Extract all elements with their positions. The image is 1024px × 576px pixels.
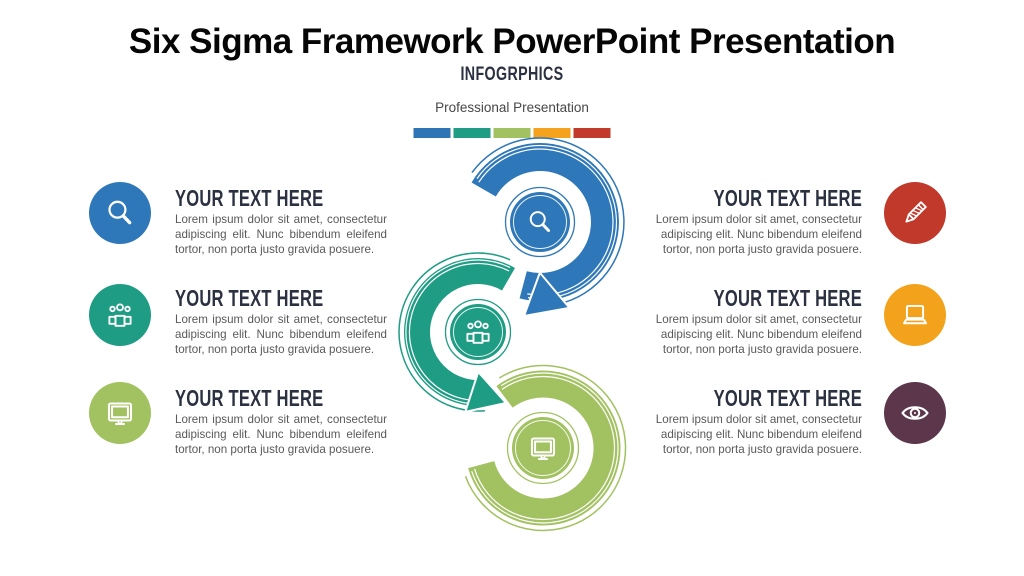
step-badge-eye [884, 382, 946, 444]
teal-arrowhead [463, 369, 508, 414]
step-badge-pencil [884, 182, 946, 244]
blue-arrowhead [522, 270, 572, 318]
pencil-icon [898, 196, 932, 230]
page-title: Six Sigma Framework PowerPoint Presentat… [128, 22, 896, 61]
monitor-icon [103, 396, 137, 430]
people-icon [103, 298, 137, 332]
block-body: Lorem ipsum dolor sit amet, consectetur … [655, 213, 862, 256]
laptop-icon [898, 298, 932, 332]
diagram-step-3 [464, 364, 627, 532]
block-body: Lorem ipsum dolor sit amet, consectetur … [655, 413, 862, 456]
eye-icon [898, 396, 932, 430]
text-block: YOUR TEXT HERE Lorem ipsum dolor sit ame… [650, 187, 862, 258]
page-tagline: Professional Presentation [435, 100, 589, 115]
spiral-process-diagram [398, 137, 627, 532]
step-badge-people [89, 284, 151, 346]
block-body: Lorem ipsum dolor sit amet, consectetur … [175, 413, 387, 456]
step-badge-search [89, 182, 151, 244]
block-heading: YOUR TEXT HERE [175, 385, 324, 411]
color-bar-segment [453, 128, 491, 138]
block-heading: YOUR TEXT HERE [713, 185, 862, 211]
color-bar-segment [533, 128, 571, 138]
search-icon [103, 196, 137, 230]
step-badge-monitor [89, 382, 151, 444]
color-bar-segment [493, 128, 531, 138]
text-block: YOUR TEXT HERE Lorem ipsum dolor sit ame… [650, 287, 862, 358]
text-block: YOUR TEXT HERE Lorem ipsum dolor sit ame… [650, 387, 862, 458]
block-heading: YOUR TEXT HERE [175, 185, 324, 211]
block-heading: YOUR TEXT HERE [713, 385, 862, 411]
block-body: Lorem ipsum dolor sit amet, consectetur … [655, 313, 862, 356]
color-bar-segment [413, 128, 451, 138]
block-body: Lorem ipsum dolor sit amet, consectetur … [175, 313, 387, 356]
color-bar-segment [573, 128, 611, 138]
text-block: YOUR TEXT HERE Lorem ipsum dolor sit ame… [175, 187, 387, 258]
block-body: Lorem ipsum dolor sit amet, consectetur … [175, 213, 387, 256]
diagram-step-2 [398, 252, 515, 414]
step-badge-laptop [884, 284, 946, 346]
diagram-step-1 [471, 137, 625, 318]
block-heading: YOUR TEXT HERE [713, 285, 862, 311]
page-subtitle: INFOGRPHICS [460, 64, 564, 85]
accent-color-bar [413, 128, 611, 138]
text-block: YOUR TEXT HERE Lorem ipsum dolor sit ame… [175, 287, 387, 358]
text-block: YOUR TEXT HERE Lorem ipsum dolor sit ame… [175, 387, 387, 458]
block-heading: YOUR TEXT HERE [175, 285, 324, 311]
